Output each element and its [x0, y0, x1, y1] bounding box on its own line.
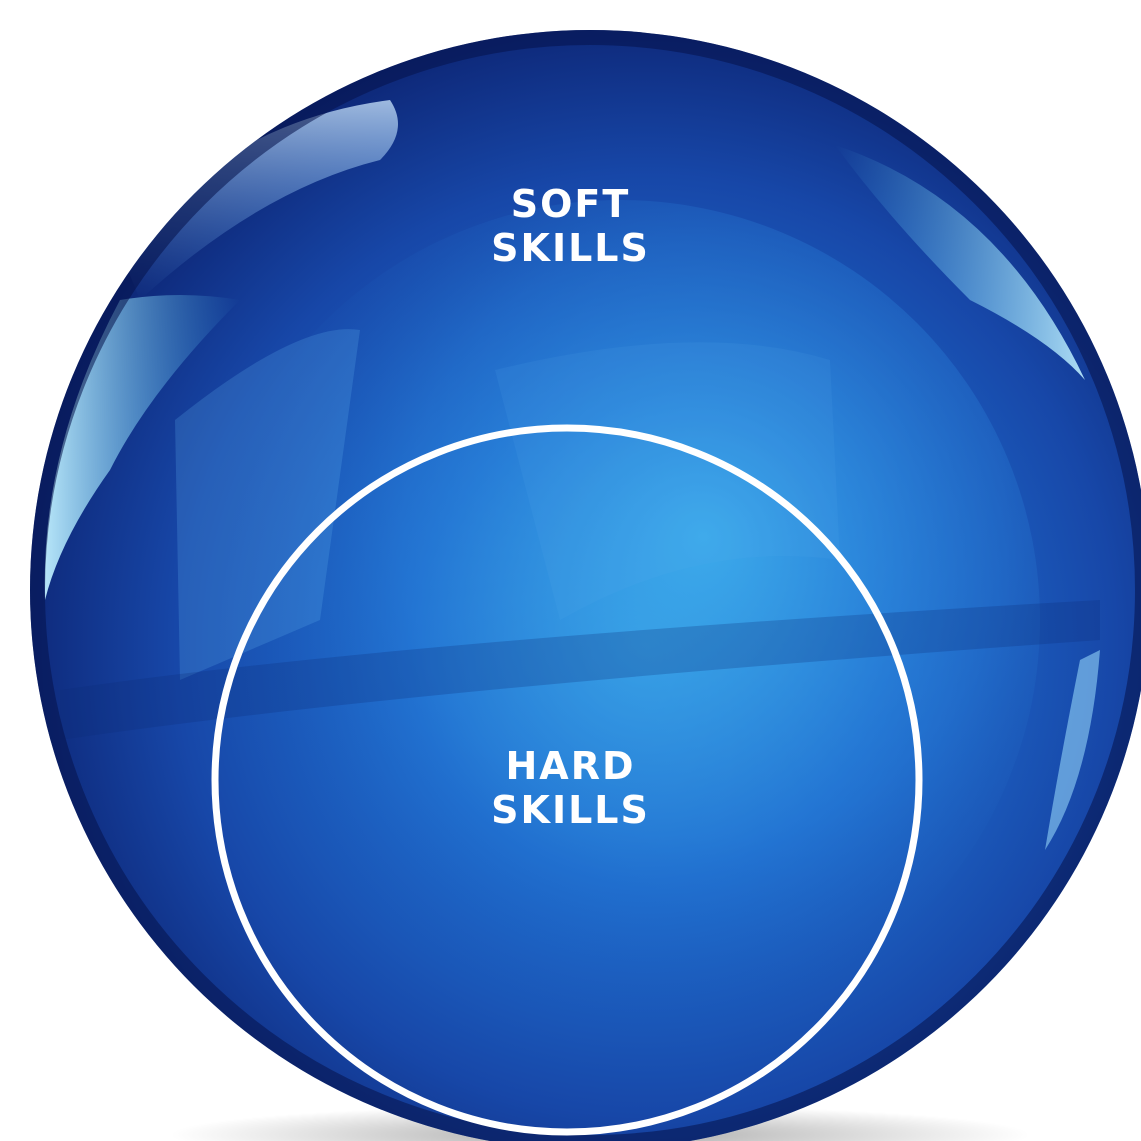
outer-label-line1: SOFT — [510, 182, 631, 226]
horizontal-reflection-band — [60, 600, 1100, 740]
sphere-glow — [200, 200, 1040, 1040]
inner-label-line2: SKILLS — [491, 788, 650, 832]
left-reflection-panel — [175, 329, 360, 680]
top-left-shine — [120, 100, 398, 300]
left-rim-highlight — [44, 295, 241, 600]
right-rim-highlight — [1045, 650, 1100, 850]
inner-circle-hard-skills — [211, 424, 923, 1136]
outer-circle-label: SOFT SKILLS — [0, 182, 1141, 270]
top-right-rim-highlight — [835, 145, 1085, 380]
center-reflection-panel — [495, 342, 840, 620]
inner-circle-label: HARD SKILLS — [0, 744, 1141, 832]
inner-label-line1: HARD — [505, 744, 636, 788]
outer-label-line2: SKILLS — [491, 226, 650, 270]
